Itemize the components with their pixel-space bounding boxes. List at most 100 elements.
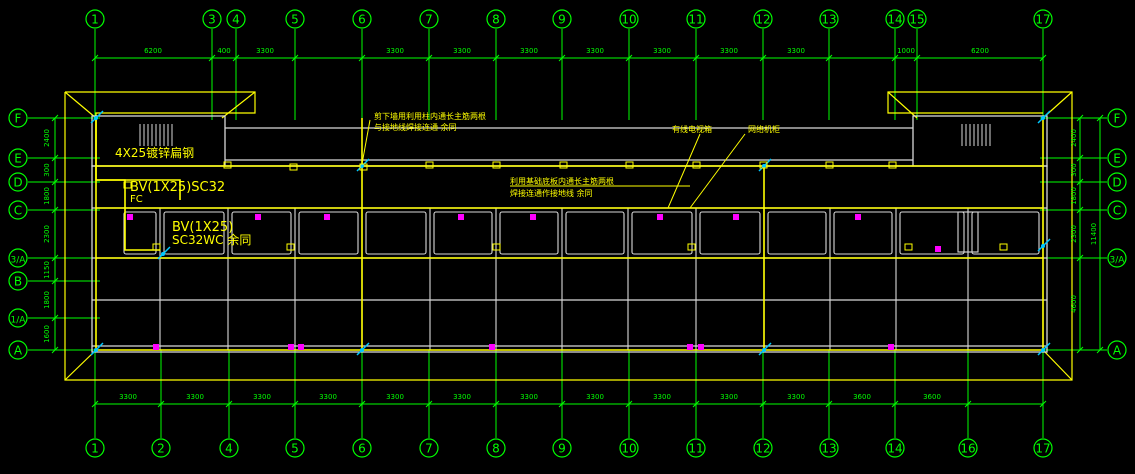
dim-tick bbox=[425, 400, 433, 408]
grounding-conductors bbox=[95, 118, 1044, 351]
note-mid-1: 利用基础底板内通长主筋两根 bbox=[510, 176, 614, 186]
axis-left-C-circle bbox=[8, 200, 28, 220]
axis-top-17: 17 bbox=[1035, 13, 1050, 27]
terminal-box-6 bbox=[733, 214, 739, 220]
dim-tick bbox=[225, 400, 233, 408]
junction-17 bbox=[888, 161, 897, 169]
axis-top-11-circle bbox=[686, 9, 706, 29]
dim-tick bbox=[759, 54, 767, 62]
axis-bottom-14-circle bbox=[885, 438, 905, 458]
dim-tick bbox=[1076, 114, 1084, 122]
dim-tick bbox=[51, 206, 59, 214]
stair-right bbox=[961, 124, 991, 146]
junction-9 bbox=[223, 161, 232, 169]
axis-bottom-16-circle bbox=[958, 438, 978, 458]
terminal-box-1 bbox=[255, 214, 261, 220]
room-partitions bbox=[123, 208, 1044, 350]
dim-left-0: 2400 bbox=[43, 129, 51, 147]
axis-bottom-10: 10 bbox=[621, 442, 636, 456]
room-upper-2 bbox=[231, 211, 292, 255]
room-upper-13 bbox=[971, 211, 1040, 255]
note-mid-2: 焊接连通作接地线 余同 bbox=[510, 188, 593, 198]
terminal-box-4 bbox=[530, 214, 536, 220]
axis-top-5: 5 bbox=[291, 13, 299, 27]
leader-network bbox=[689, 133, 746, 209]
axis-top-4: 4 bbox=[232, 13, 240, 27]
axis-right-3/A-circle bbox=[1107, 248, 1127, 268]
axis-left-F-circle bbox=[8, 108, 28, 128]
axis-right-C: C bbox=[1113, 204, 1121, 218]
dim-tick bbox=[625, 54, 633, 62]
axis-top-7-circle bbox=[419, 9, 439, 29]
ground-node-3 bbox=[1041, 116, 1045, 120]
axis-bottom-16: 16 bbox=[960, 442, 975, 456]
label-conductor-2b: FC bbox=[130, 194, 143, 205]
dim-left-1: 300 bbox=[43, 163, 51, 176]
dim-bottom-8: 3300 bbox=[653, 393, 671, 401]
dim-tick bbox=[759, 400, 767, 408]
dim-left-5: 1800 bbox=[43, 291, 51, 309]
dim-top-5: 3300 bbox=[520, 47, 538, 55]
room-upper-3 bbox=[298, 211, 359, 255]
dim-right-4: 4600 bbox=[1070, 295, 1078, 313]
dim-tick bbox=[891, 54, 899, 62]
axis-bottom-4: 4 bbox=[225, 442, 233, 456]
dim-bottom-0: 3300 bbox=[119, 393, 137, 401]
terminal-box-14 bbox=[698, 344, 704, 350]
dim-tick bbox=[1076, 154, 1084, 162]
dim-tick bbox=[825, 54, 833, 62]
leader-note-top bbox=[361, 119, 371, 165]
label-conductor-3: BV(1X25) bbox=[172, 220, 233, 235]
dim-tick bbox=[913, 54, 921, 62]
axis-left-D-circle bbox=[8, 172, 28, 192]
axis-top-13-circle bbox=[819, 9, 839, 29]
dim-right-2: 1800 bbox=[1070, 187, 1078, 205]
axis-right-A: A bbox=[1113, 344, 1122, 358]
dim-left-4: 1150 bbox=[43, 261, 51, 279]
dim-top-9: 3300 bbox=[787, 47, 805, 55]
note-top-2: 与接地线焊接连通 余同 bbox=[374, 122, 457, 132]
axis-top-10: 10 bbox=[621, 13, 636, 27]
axis-bottom-8: 8 bbox=[492, 442, 500, 456]
dim-tick bbox=[1076, 254, 1084, 262]
dim-tick bbox=[51, 178, 59, 186]
roof-outline bbox=[64, 91, 1073, 381]
ground-node-6 bbox=[762, 348, 766, 352]
dim-tick bbox=[891, 400, 899, 408]
dim-tick bbox=[51, 114, 59, 122]
dim-tick bbox=[558, 400, 566, 408]
dim-tick bbox=[208, 54, 216, 62]
axis-left-A: A bbox=[14, 344, 23, 358]
dim-bottom-9: 3300 bbox=[720, 393, 738, 401]
dim-tick bbox=[692, 400, 700, 408]
axis-right-F: F bbox=[1114, 112, 1121, 126]
axis-bottom-2: 2 bbox=[157, 442, 165, 456]
label-network-cabinet: 网络机柜 bbox=[748, 124, 780, 134]
axis-top-3: 3 bbox=[208, 13, 216, 27]
junction-2 bbox=[492, 243, 501, 251]
ground-node-8 bbox=[161, 252, 165, 256]
dim-tick bbox=[51, 254, 59, 262]
dim-tick bbox=[1039, 54, 1047, 62]
dim-tick bbox=[1076, 206, 1084, 214]
dim-top-3: 3300 bbox=[386, 47, 404, 55]
dim-top-2: 3300 bbox=[256, 47, 274, 55]
dim-bottom-12: 3600 bbox=[923, 393, 941, 401]
dim-tick bbox=[492, 54, 500, 62]
note-top-1: 剪下墙用利用柱内通长主筋两根 bbox=[374, 111, 486, 121]
junction-11 bbox=[492, 161, 501, 169]
room-upper-4 bbox=[365, 211, 427, 255]
dim-top-11: 6200 bbox=[971, 47, 989, 55]
axis-top-4-circle bbox=[226, 9, 246, 29]
dim-tick bbox=[51, 346, 59, 354]
dim-tick bbox=[232, 54, 240, 62]
axis-left-A-circle bbox=[8, 340, 28, 360]
ground-node-0 bbox=[94, 116, 98, 120]
dim-tick bbox=[425, 54, 433, 62]
room-upper-7 bbox=[565, 211, 625, 255]
dim-tick bbox=[1096, 114, 1104, 122]
terminal-box-7 bbox=[855, 214, 861, 220]
dim-right-1: 300 bbox=[1070, 163, 1078, 176]
axis-left-F: F bbox=[15, 112, 22, 126]
dim-bottom-3: 3300 bbox=[319, 393, 337, 401]
